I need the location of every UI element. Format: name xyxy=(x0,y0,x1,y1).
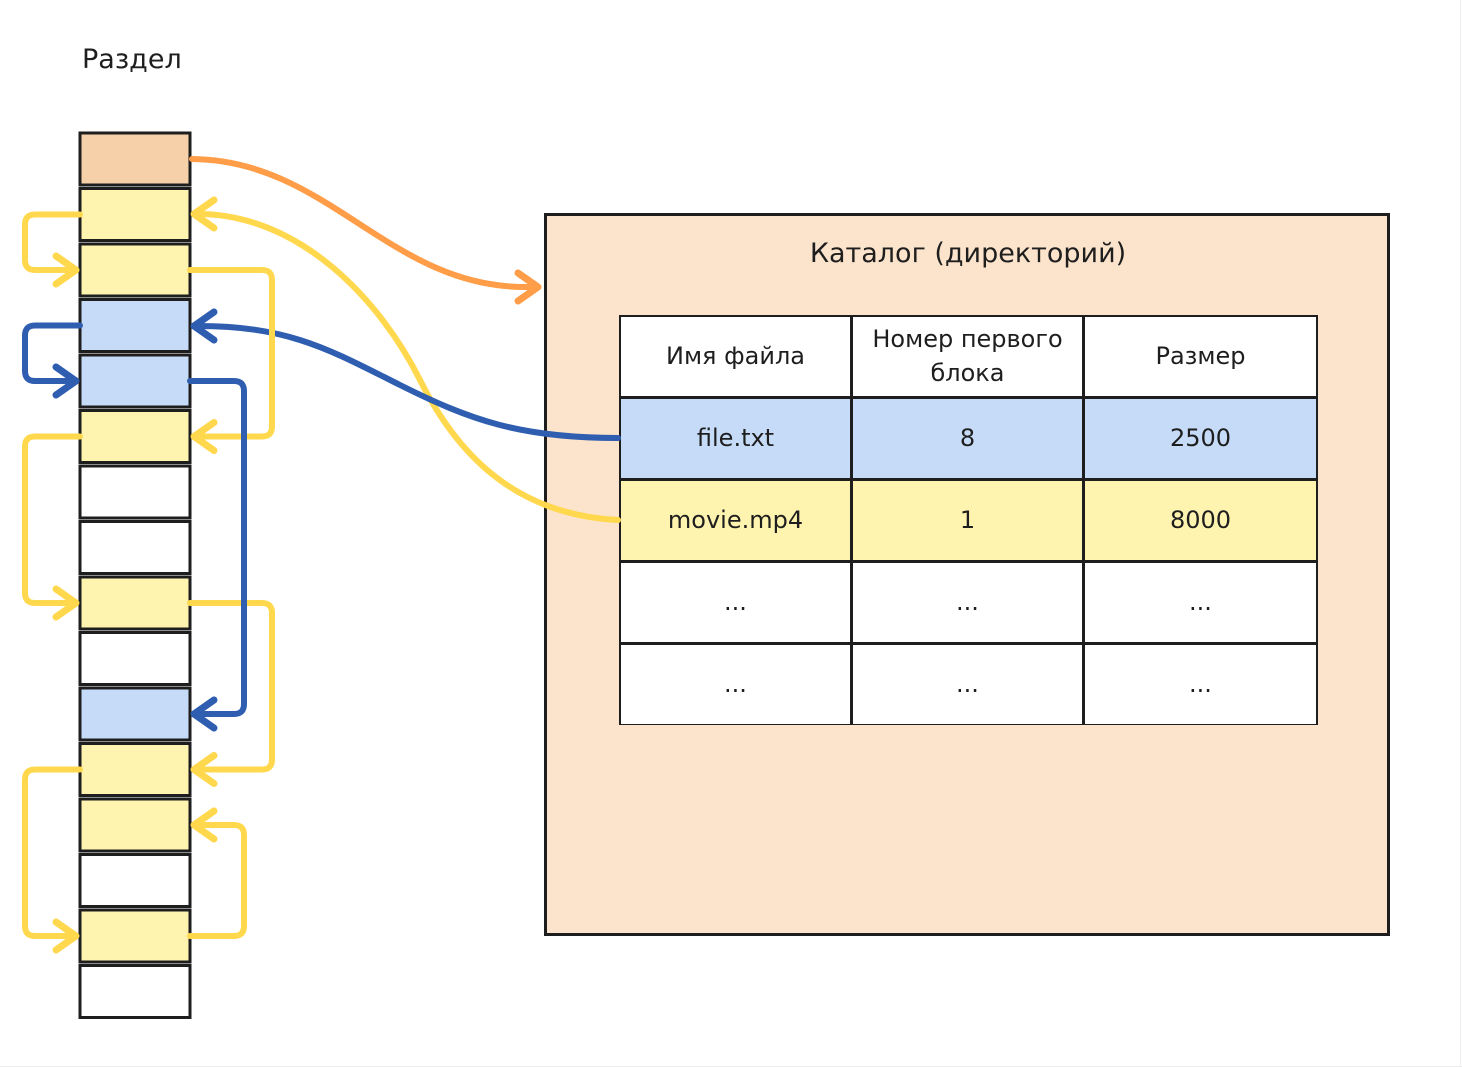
row-empty-size: ... xyxy=(1085,645,1316,724)
partition-block-12 xyxy=(78,797,192,853)
partition-block-8 xyxy=(78,575,192,631)
partition-block-15 xyxy=(78,964,192,1019)
arrowhead-8-icon xyxy=(52,585,80,621)
arrowhead-10-icon xyxy=(190,696,218,732)
row-empty-first-block: ... xyxy=(853,645,1082,724)
catalog-pointer-arrow xyxy=(189,156,533,291)
arrowhead-11-icon xyxy=(190,752,218,787)
partition-block-0 xyxy=(78,131,192,187)
row-movie-name: movie.mp4 xyxy=(621,481,850,560)
row-filetxt-name: file.txt xyxy=(621,399,850,478)
link-8-to-11 xyxy=(187,600,275,773)
frame-edge-bottom xyxy=(0,1066,1462,1067)
arrowhead-12-icon xyxy=(190,807,218,843)
partition-block-5 xyxy=(78,409,192,464)
partition-block-2 xyxy=(78,242,192,298)
link-14-to-12 xyxy=(187,822,247,939)
link-1-to-2 xyxy=(22,211,83,273)
row-empty-name: ... xyxy=(621,645,850,724)
arrowhead-4-icon xyxy=(52,363,80,399)
link-11-to-14 xyxy=(22,766,83,939)
header-first-block: Номер первого блока xyxy=(853,317,1082,396)
row-filetxt-first-block: 8 xyxy=(853,399,1082,478)
partition-label: Раздел xyxy=(82,44,182,75)
partition-block-11 xyxy=(78,742,192,797)
partition-block-1 xyxy=(78,187,192,242)
movie-arrowhead-icon xyxy=(190,196,218,232)
movie-first-block-arrow xyxy=(195,211,621,523)
row-filetxt-size: 2500 xyxy=(1085,399,1316,478)
link-5-to-8 xyxy=(22,433,83,606)
partition-block-3 xyxy=(78,298,192,353)
partition-block-14 xyxy=(78,908,192,964)
arrowhead-14-icon xyxy=(52,918,80,954)
catalog-table: Имя файла Номер первого блока Размер fil… xyxy=(619,315,1318,725)
arrowhead-5-icon xyxy=(190,419,218,454)
row-empty-first-block: ... xyxy=(853,563,1082,642)
partition-block-9 xyxy=(78,631,192,686)
row-movie-size: 8000 xyxy=(1085,481,1316,560)
arrowhead-2-icon xyxy=(52,252,80,288)
header-size: Размер xyxy=(1085,317,1316,396)
partition-block-10 xyxy=(78,686,192,742)
partition-block-4 xyxy=(78,353,192,409)
partition-block-7 xyxy=(78,520,192,575)
link-3-to-4 xyxy=(22,322,83,384)
row-movie-first-block: 1 xyxy=(853,481,1082,560)
row-empty-size: ... xyxy=(1085,563,1316,642)
catalog-title: Каталог (директорий) xyxy=(809,238,1127,269)
partition-block-13 xyxy=(78,853,192,908)
frame-edge xyxy=(1460,0,1461,1066)
header-filename: Имя файла xyxy=(621,317,850,396)
link-4-to-10 xyxy=(187,378,247,717)
partition-block-6 xyxy=(78,464,192,520)
filetxt-arrowhead-icon xyxy=(190,308,218,344)
link-2-to-5 xyxy=(187,267,275,440)
catalog-arrowhead-icon xyxy=(514,269,542,305)
row-empty-name: ... xyxy=(621,563,850,642)
filetxt-first-block-arrow xyxy=(195,323,621,441)
